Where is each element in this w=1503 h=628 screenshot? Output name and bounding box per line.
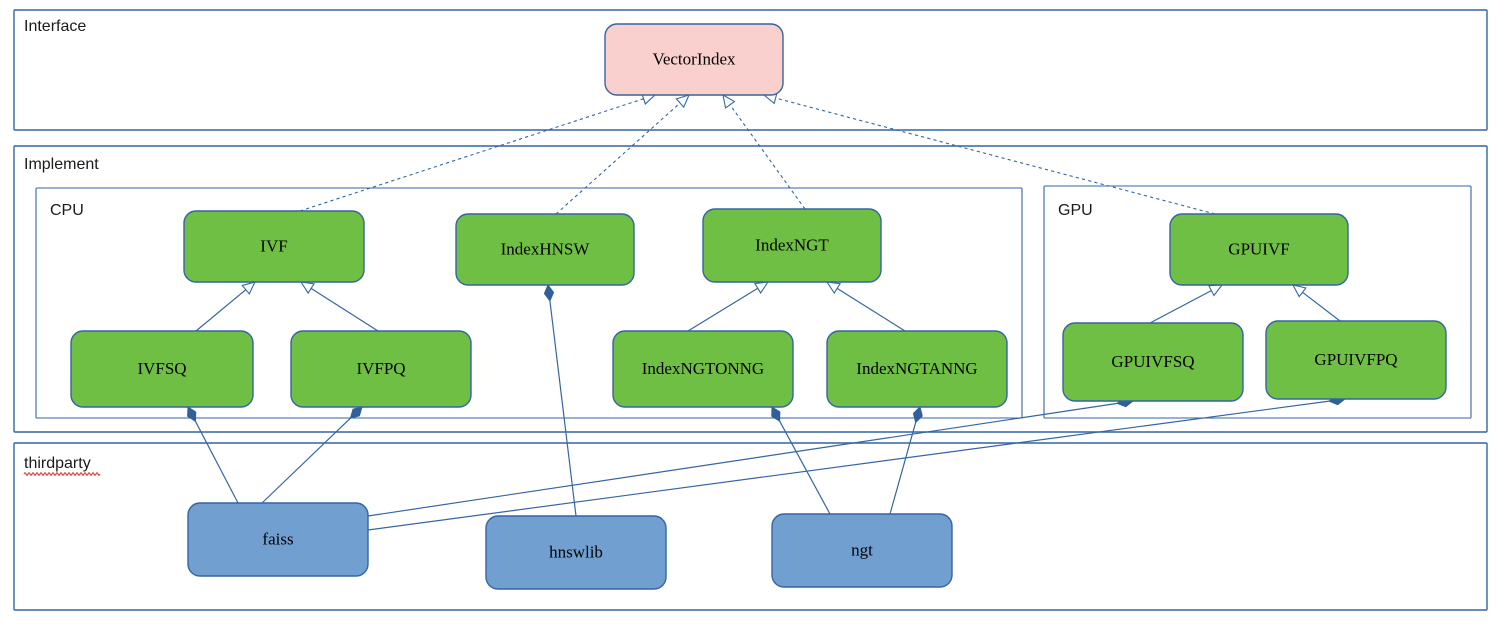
node-gpuivf[interactable]: GPUIVF — [1169, 213, 1349, 286]
node-indexngtonng[interactable]: IndexNGTONNG — [612, 330, 794, 408]
node-label-ivfpq: IVFPQ — [356, 359, 405, 378]
node-label-indexngtonng: IndexNGTONNG — [642, 359, 764, 378]
node-box-indexhnsw[interactable] — [455, 213, 635, 286]
arrowhead-filled-diamond-icon — [349, 406, 363, 419]
edge-line-indexngt-vectorindex — [728, 103, 806, 210]
edge-line-ivfpq-ivf — [309, 287, 379, 332]
node-box-indexngt[interactable] — [702, 208, 882, 283]
container-thirdparty: thirdparty — [13, 442, 1488, 611]
node-label-hnswlib: hnswlib — [549, 542, 603, 561]
node-box-faiss[interactable] — [187, 502, 369, 577]
node-label-indexngtanng: IndexNGTANNG — [856, 359, 977, 378]
node-box-gpuivfsq[interactable] — [1062, 322, 1244, 402]
edge-line-ivfsq-ivf — [195, 288, 247, 332]
container-label-implement: Implement — [24, 156, 99, 173]
node-box-gpuivf[interactable] — [1169, 213, 1349, 286]
node-box-ivfpq[interactable] — [290, 330, 472, 408]
node-gpuivfpq[interactable]: GPUIVFPQ — [1265, 320, 1447, 400]
node-label-vectorindex: VectorIndex — [652, 49, 736, 68]
node-faiss[interactable]: faiss — [187, 502, 369, 577]
node-label-indexngt: IndexNGT — [755, 235, 829, 254]
edge-layer — [187, 92, 1346, 531]
edge-line-faiss-ivfsq — [194, 420, 239, 504]
edge-line-indexngtonng-indexngt — [687, 287, 759, 332]
node-box-ngt[interactable] — [771, 513, 953, 588]
edge-faiss-ivfsq — [187, 406, 239, 504]
edge-line-gpuivf-vectorindex — [774, 97, 1216, 215]
edge-indexngt-vectorindex — [722, 93, 806, 210]
edge-ivfsq-ivf — [195, 281, 257, 332]
edge-line-gpuivfpq-gpuivf — [1301, 291, 1341, 322]
container-frame-thirdparty — [13, 442, 1488, 611]
node-label-gpuivfpq: GPUIVFPQ — [1314, 350, 1397, 369]
node-box-hnswlib[interactable] — [485, 515, 667, 590]
node-label-gpuivf: GPUIVF — [1228, 239, 1289, 258]
edge-hnswlib-indexhnsw — [543, 284, 577, 517]
node-hnswlib[interactable]: hnswlib — [485, 515, 667, 590]
container-label-interface: Interface — [24, 18, 86, 35]
arrowhead-hollow-triangle-icon — [675, 94, 690, 109]
arrowhead-hollow-triangle-icon — [241, 281, 257, 295]
arrowhead-hollow-triangle-icon — [722, 93, 736, 109]
node-indexngt[interactable]: IndexNGT — [702, 208, 882, 283]
edge-line-faiss-gpuivfpq — [367, 400, 1331, 531]
node-label-faiss: faiss — [262, 529, 293, 548]
edge-ngt-indexngtonng — [771, 406, 831, 515]
node-box-gpuivfpq[interactable] — [1265, 320, 1447, 400]
node-label-ivfsq: IVFSQ — [137, 359, 186, 378]
arrowhead-filled-diamond-icon — [912, 406, 923, 424]
edge-line-ivf-vectorindex — [299, 97, 645, 212]
node-label-indexhnsw: IndexHNSW — [501, 239, 591, 258]
node-box-indexngtanng[interactable] — [826, 330, 1008, 408]
node-box-vectorindex[interactable] — [604, 23, 784, 96]
arrowhead-hollow-triangle-icon — [753, 281, 770, 294]
edge-line-faiss-gpuivfsq — [367, 402, 1119, 517]
edge-ivfpq-ivf — [299, 281, 379, 332]
node-ivfsq[interactable]: IVFSQ — [70, 330, 254, 408]
node-indexhnsw[interactable]: IndexHNSW — [455, 213, 635, 286]
node-box-ivfsq[interactable] — [70, 330, 254, 408]
edge-indexngtonng-indexngt — [687, 281, 770, 332]
container-label-thirdparty: thirdparty — [24, 455, 91, 472]
node-ngt[interactable]: ngt — [771, 513, 953, 588]
node-vectorindex[interactable]: VectorIndex — [604, 23, 784, 96]
edge-line-ngt-indexngtanng — [889, 421, 917, 515]
container-label-cpu: CPU — [50, 202, 84, 219]
node-ivf[interactable]: IVF — [183, 210, 365, 283]
edge-line-gpuivfsq-gpuivf — [1149, 289, 1213, 324]
node-label-ngt: ngt — [851, 540, 873, 559]
arrowhead-filled-diamond-icon — [543, 284, 555, 302]
edge-line-faiss-ivfpq — [261, 416, 352, 504]
edge-faiss-ivfpq — [261, 406, 363, 504]
edge-line-ngt-indexngtonng — [778, 419, 831, 515]
arrowhead-filled-diamond-icon — [771, 406, 781, 422]
arrowhead-filled-diamond-icon — [187, 406, 197, 423]
edge-line-indexhnsw-vectorindex — [555, 101, 682, 215]
edge-ngt-indexngtanng — [889, 406, 923, 515]
edge-indexhnsw-vectorindex — [555, 94, 690, 215]
node-indexngtanng[interactable]: IndexNGTANNG — [826, 330, 1008, 408]
edge-line-indexngtanng-indexngt — [835, 287, 906, 332]
spellcheck-underline-icon — [23, 472, 101, 476]
arrowhead-hollow-triangle-icon — [825, 281, 842, 295]
node-label-gpuivfsq: GPUIVFSQ — [1111, 352, 1194, 371]
edge-gpuivfpq-gpuivf — [1291, 284, 1341, 322]
node-gpuivfsq[interactable]: GPUIVFSQ — [1062, 322, 1244, 402]
container-label-gpu: GPU — [1058, 202, 1093, 219]
node-box-indexngtonng[interactable] — [612, 330, 794, 408]
arrowhead-hollow-triangle-icon — [1291, 284, 1307, 298]
node-label-ivf: IVF — [260, 236, 287, 255]
arrowhead-hollow-triangle-icon — [299, 281, 316, 295]
node-box-ivf[interactable] — [183, 210, 365, 283]
node-ivfpq[interactable]: IVFPQ — [290, 330, 472, 408]
edge-line-hnswlib-indexhnsw — [549, 299, 577, 517]
edge-indexngtanng-indexngt — [825, 281, 906, 332]
